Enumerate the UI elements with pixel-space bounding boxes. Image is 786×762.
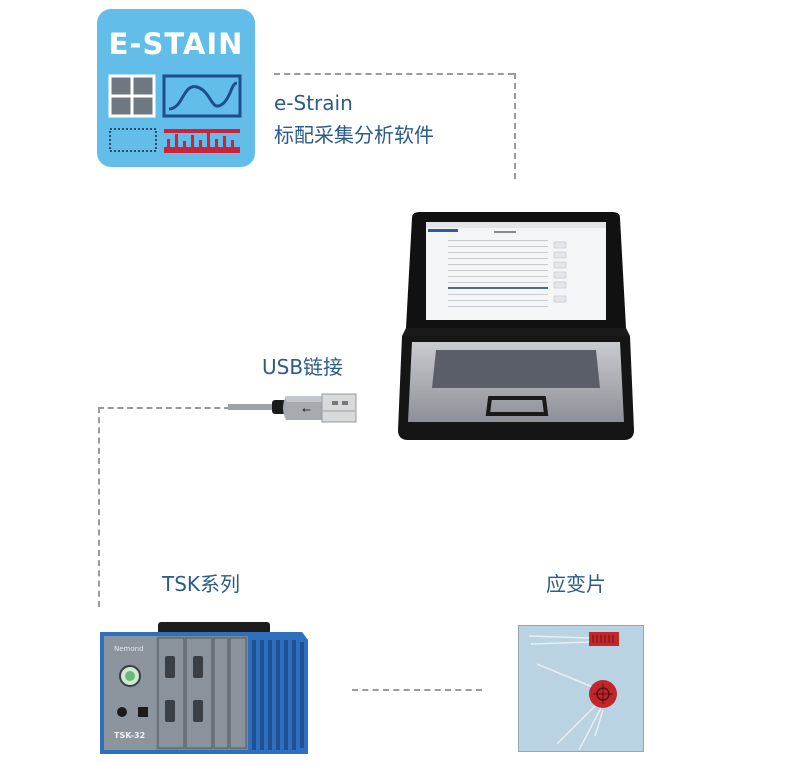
device-brand-text: Nemond	[114, 645, 144, 653]
usb-connection-label: USB链接	[262, 355, 344, 379]
connector-software-down	[514, 73, 516, 179]
software-description-label: 标配采集分析软件	[274, 123, 434, 147]
svg-text:⭠: ⭠	[302, 403, 311, 416]
strain-gauge-image	[518, 625, 644, 752]
connector-usb-horizontal	[98, 407, 230, 409]
device-model-text: TSK-32	[114, 731, 145, 740]
tsk-device-icon: Nemond TSK-32	[100, 622, 308, 754]
strain-gauge-icon	[528, 632, 619, 751]
tsk-series-label: TSK系列	[162, 572, 241, 596]
ruler-icon	[164, 129, 240, 153]
waveform-icon	[162, 74, 242, 118]
e-strain-app-icon: E-STAIN	[97, 9, 255, 167]
usb-plug-icon: ⭠	[228, 393, 357, 423]
connector-device-sensor	[352, 689, 482, 691]
laptop-icon	[398, 212, 634, 440]
app-icon-title: E-STAIN	[108, 27, 244, 61]
dotted-box-icon	[109, 128, 157, 152]
connector-software-top	[274, 73, 514, 75]
strain-gauge-label: 应变片	[546, 572, 606, 596]
software-name-label: e-Strain	[274, 91, 353, 115]
connector-usb-vertical	[98, 407, 100, 607]
grid-icon	[108, 74, 156, 118]
app-icon-graphics	[108, 74, 242, 153]
